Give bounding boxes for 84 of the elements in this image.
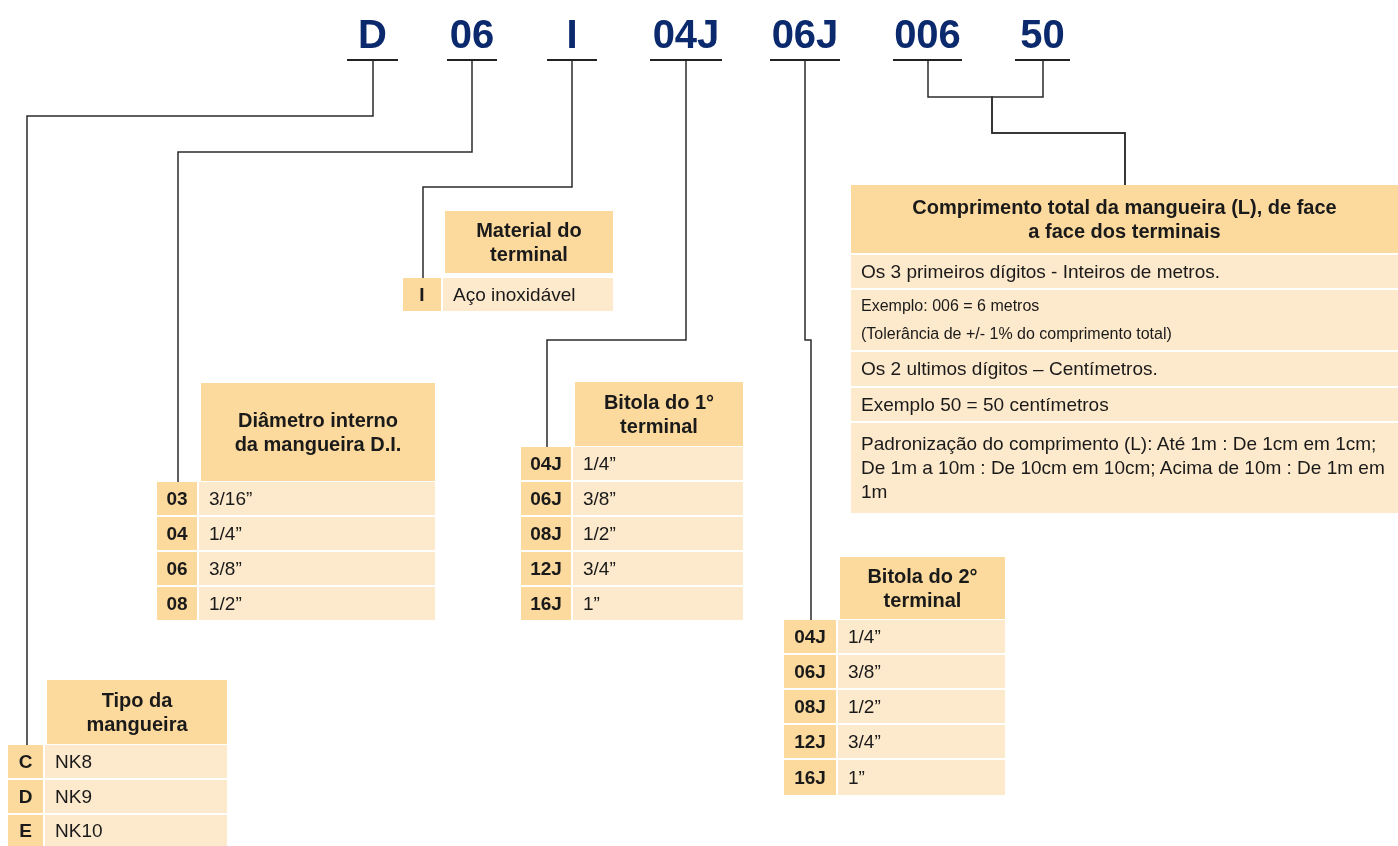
leader-line xyxy=(804,60,812,621)
table-row xyxy=(8,745,227,780)
table-row xyxy=(157,587,435,622)
table-header: Material do terminal xyxy=(445,211,613,273)
table-row xyxy=(521,482,743,517)
row-text: Os 2 ultimos dígitos – Centímetros. xyxy=(861,357,1158,381)
code-cell: D xyxy=(8,780,45,813)
table-row xyxy=(521,517,743,552)
value-text: 3/8” xyxy=(847,660,881,683)
code-segment: 50 xyxy=(1015,8,1070,61)
code-cell: 12J xyxy=(521,552,573,585)
table-row xyxy=(157,482,435,517)
table-header: Bitola do 2° terminal xyxy=(840,557,1005,619)
code-cell: C xyxy=(8,745,45,778)
leader-line xyxy=(26,60,374,746)
leader-line xyxy=(422,60,573,279)
value-text: NK8 xyxy=(54,750,92,773)
table-row xyxy=(521,552,743,587)
code-cell: E xyxy=(8,815,45,846)
value-text: Aço inoxidável xyxy=(452,283,576,306)
code-segment: 06J xyxy=(770,8,840,61)
code-cell: 04J xyxy=(521,447,573,480)
code-segment: I xyxy=(547,8,597,61)
table-row xyxy=(784,725,1005,760)
table-header: Diâmetro interno da mangueira D.I. xyxy=(201,383,435,481)
code-cell: 12J xyxy=(784,725,838,758)
table-row xyxy=(784,760,1005,797)
value-text: 1/4” xyxy=(582,452,616,475)
value-text: 3/4” xyxy=(582,557,616,580)
table-row xyxy=(8,815,227,846)
code-segment: D xyxy=(347,8,398,61)
leader-line xyxy=(177,60,473,483)
code-segment: 04J xyxy=(650,8,722,61)
leader-line xyxy=(991,60,1126,186)
leader-line xyxy=(546,60,687,448)
table-row xyxy=(521,447,743,482)
table-header: Tipo da mangueira xyxy=(47,680,227,744)
value-text: 3/16” xyxy=(208,487,253,510)
value-text: 1/2” xyxy=(582,522,616,545)
code-cell: 08 xyxy=(157,587,199,620)
value-text: 1/4” xyxy=(847,625,881,648)
value-text: NK9 xyxy=(54,785,92,808)
code-cell: 04 xyxy=(157,517,199,550)
value-text: 1” xyxy=(582,592,600,615)
code-cell: 03 xyxy=(157,482,199,515)
code-cell: 16J xyxy=(784,760,838,795)
table-row xyxy=(851,352,1398,388)
code-cell: 06J xyxy=(521,482,573,515)
code-segment: 006 xyxy=(893,8,962,61)
table-row xyxy=(403,278,613,313)
code-cell: 08J xyxy=(784,690,838,723)
table-header: Comprimento total da mangueira (L), de face a face dos terminais xyxy=(851,185,1398,253)
table-row xyxy=(157,552,435,587)
table-row xyxy=(851,388,1398,423)
table-row xyxy=(157,517,435,552)
table-row xyxy=(851,255,1398,290)
code-cell: 16J xyxy=(521,587,573,620)
table-row xyxy=(8,780,227,815)
table-row xyxy=(784,620,1005,655)
value-text: 3/8” xyxy=(208,557,242,580)
value-text: 1/2” xyxy=(847,695,881,718)
row-text: Os 3 primeiros dígitos - Inteiros de metros. xyxy=(861,259,1220,284)
value-text: 1/2” xyxy=(208,592,242,615)
row-text: Padronização do comprimento (L): Até 1m : De 1cm em 1cm; De 1m a 10m : De 10cm em 10cm; Acima de 10m : De 1m em 1m xyxy=(861,432,1386,504)
value-text: NK10 xyxy=(54,819,103,842)
value-text: 1” xyxy=(847,766,865,789)
code-cell: 04J xyxy=(784,620,838,653)
value-text: 3/8” xyxy=(582,487,616,510)
row-text: (Tolerância de +/- 1% do comprimento total) xyxy=(861,324,1173,344)
table-header: Bitola do 1° terminal xyxy=(575,382,743,446)
code-cell: 06 xyxy=(157,552,199,585)
code-cell: I xyxy=(403,278,443,311)
row-text: Exemplo 50 = 50 centímetros xyxy=(861,392,1109,417)
value-text: 3/4” xyxy=(847,730,881,753)
table-row xyxy=(784,655,1005,690)
table-row xyxy=(784,690,1005,725)
value-text: 1/4” xyxy=(208,522,242,545)
code-cell: 06J xyxy=(784,655,838,688)
code-cell: 08J xyxy=(521,517,573,550)
code-segment: 06 xyxy=(447,8,497,61)
table-row xyxy=(851,290,1398,352)
row-text: Exemplo: 006 = 6 metros xyxy=(861,296,1041,316)
table-row xyxy=(521,587,743,622)
table-row xyxy=(851,423,1398,515)
